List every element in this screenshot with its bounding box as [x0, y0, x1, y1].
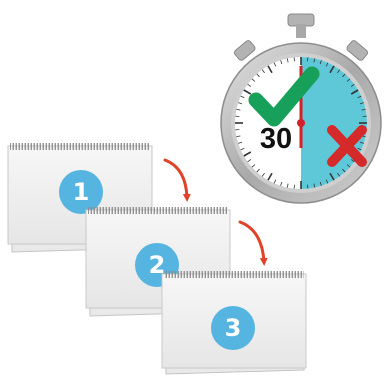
pad-number: 3	[225, 314, 242, 342]
timer-label: 30	[260, 123, 292, 155]
spiral-binding	[88, 207, 228, 214]
arrow-icon	[165, 160, 187, 198]
spiral-binding	[10, 143, 150, 150]
spiral-binding	[164, 271, 304, 278]
arrow-icon	[240, 222, 264, 262]
calendar-pad-3: 3	[162, 271, 306, 374]
pad-number: 1	[73, 178, 90, 206]
stopwatch-icon: 30	[221, 14, 381, 203]
